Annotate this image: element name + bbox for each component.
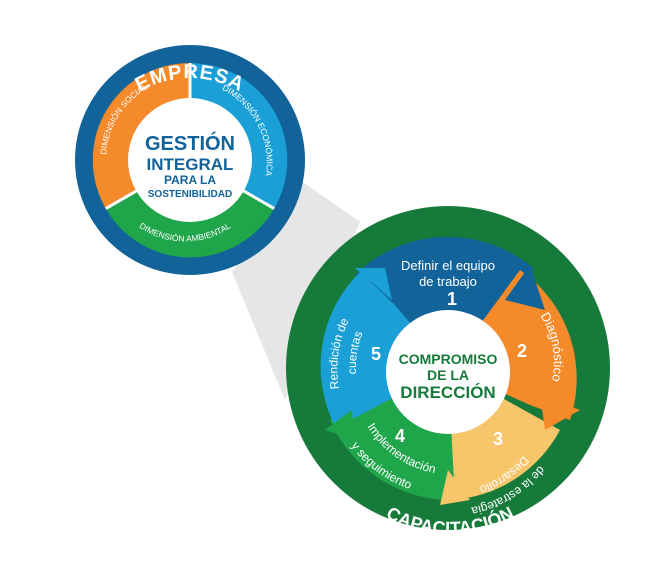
- step-1-number: 1: [447, 289, 457, 309]
- step-5-segment: [320, 272, 448, 428]
- step-5-number: 5: [371, 344, 381, 364]
- process-center-line1: COMPROMISO: [399, 351, 498, 367]
- empresa-center-line2: INTEGRAL: [147, 155, 234, 174]
- empresa-center-line3: PARA LA: [164, 173, 216, 187]
- step-2-number: 2: [517, 341, 527, 361]
- arrow-notch-2: [540, 395, 580, 430]
- empresa-center-line4: SOSTENIBILIDAD: [148, 189, 232, 200]
- empresa-circle: EMPRESA DIMENSIÓN SOCIAL DIMENSIÓN ECONÓ…: [75, 45, 305, 275]
- process-center-line3: DIRECCIÓN: [400, 383, 495, 402]
- process-circle: COMUNICACIÓN CAPACITACIÓN Definir el equ…: [286, 179, 610, 538]
- empresa-center: [128, 98, 252, 222]
- arrow-notch-3: [440, 470, 470, 505]
- arrow-notch-5: [355, 268, 392, 300]
- step-1-line2: de trabajo: [419, 274, 477, 289]
- step-3-number: 3: [493, 429, 503, 449]
- arrow-notch-1: [505, 265, 545, 310]
- process-center-line2: DE LA: [427, 367, 469, 383]
- process-center: [386, 310, 510, 434]
- empresa-center-line1: GESTIÓN: [145, 131, 235, 155]
- arrow-notch-4: [325, 410, 355, 440]
- step-1-line1: Definir el equipo: [401, 258, 495, 273]
- step-4-number: 4: [395, 426, 405, 446]
- step-1-segment: [355, 236, 533, 368]
